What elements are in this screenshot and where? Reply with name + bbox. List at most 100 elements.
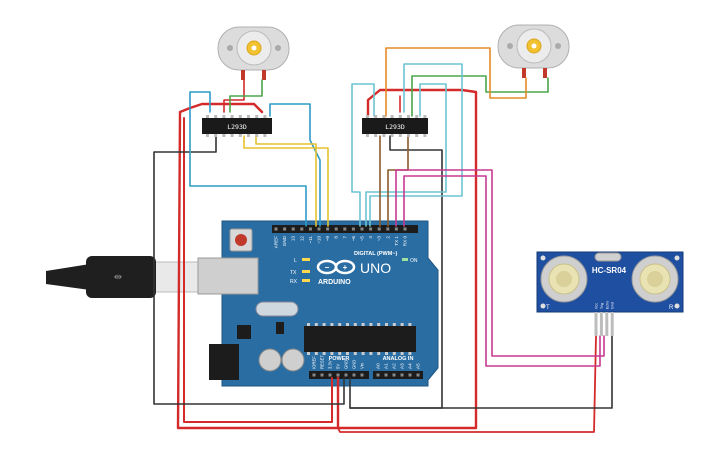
driver-pins: [206, 115, 427, 137]
digital-pin-label: 2: [385, 236, 390, 239]
digital-pin-hole: [291, 227, 295, 231]
analog-header-socket: [373, 371, 423, 379]
regulator: [276, 322, 284, 334]
analog-pin-hole: [408, 373, 412, 377]
usb-chip: [237, 325, 251, 339]
wires: [153, 47, 613, 433]
analog-pin-hole: [416, 373, 420, 377]
driver-pin: [255, 115, 259, 118]
analog-pin-hole: [376, 373, 380, 377]
sensor-transducer-right: [631, 255, 679, 303]
mcu-pin: [353, 352, 357, 355]
power-pin-label: 3.3V: [328, 360, 333, 369]
driver-right-label: L293D: [385, 123, 405, 131]
digital-pin-label: RX 0: [403, 236, 408, 247]
digital-pin-label: GND: [282, 235, 287, 246]
digital-pin-holes: [274, 227, 407, 231]
power-pin-hole: [336, 373, 340, 377]
driver-pin: [238, 115, 242, 118]
driver-pin: [407, 134, 410, 137]
mcu-pin: [338, 323, 342, 326]
wire-black-gnd-left: [153, 135, 345, 405]
driver-pin: [263, 115, 267, 118]
driver-pin: [214, 134, 218, 137]
digital-pin-label: ~9: [325, 236, 330, 242]
analog-pin-label: A3: [400, 363, 405, 369]
led-l-label: L: [294, 258, 297, 264]
capacitor-2: [281, 348, 305, 372]
power-pin-label: GND: [352, 360, 357, 369]
usb-plug-body: [86, 256, 156, 298]
wire-magenta-echo: [395, 169, 605, 357]
digital-pin-hole: [274, 227, 278, 231]
wire-black-sensor-gnd: [349, 335, 613, 409]
capacitor-1: [258, 348, 282, 372]
mcu-pin: [307, 323, 310, 326]
arduino-logo-text: ARDUINO: [318, 279, 351, 286]
wire-orange-motor-right: [385, 47, 527, 117]
digital-pin-hole: [334, 227, 338, 231]
power-pin-hole: [344, 373, 348, 377]
driver-pin: [238, 134, 242, 137]
driver-pin: [407, 115, 410, 118]
sensor-crystal: [594, 252, 622, 262]
power-pin-label: 5V: [336, 364, 341, 369]
mcu-pin: [377, 352, 381, 355]
led-rx: [302, 279, 310, 282]
digital-pin-hole: [360, 227, 364, 231]
mcu-pin: [330, 323, 334, 326]
mcu-pin: [322, 352, 326, 355]
driver-pin: [206, 115, 209, 118]
mcu-pin: [307, 352, 310, 355]
led-tx: [302, 270, 310, 273]
mcu-pin: [346, 323, 349, 326]
power-pin-hole: [352, 373, 356, 377]
wire-green-motor-left: [229, 79, 263, 113]
sensor-pin: [594, 312, 598, 336]
wire-green-motor-right: [411, 75, 549, 117]
arduino-logo-icon: − +: [316, 259, 356, 275]
wire-red-inner: [183, 117, 333, 423]
digital-pin-hole: [343, 227, 347, 231]
driver-pin: [366, 134, 369, 137]
driver-pin: [222, 134, 226, 137]
sensor-pin: [610, 312, 614, 336]
digital-pin-label: ~11: [308, 236, 313, 244]
driver-pin: [255, 134, 259, 137]
mcu-pin: [361, 352, 365, 355]
led-l: [302, 258, 310, 261]
driver-pin: [247, 115, 250, 118]
mcu-pin: [408, 323, 412, 326]
led-on: [402, 258, 408, 261]
digital-pin-label: 4: [368, 236, 373, 239]
sensor-pin-label: Vcc: [595, 303, 599, 309]
digital-pin-hole: [394, 227, 398, 231]
digital-pin-label: ~6: [351, 236, 356, 242]
reset-button-cap: [235, 234, 247, 246]
power-pin-hole: [328, 373, 332, 377]
mcu-pin: [385, 352, 388, 355]
analog-pin-label: A5: [416, 363, 421, 369]
analog-pin-hole: [400, 373, 404, 377]
driver-pin: [222, 115, 226, 118]
driver-pin: [230, 115, 234, 118]
mcu-pin: [353, 323, 357, 326]
wire-yellow-1: [243, 135, 329, 227]
driver-pin: [390, 115, 394, 118]
digital-pin-label: 13: [291, 236, 296, 242]
digital-pin-label: ~10: [317, 236, 322, 244]
analog-pin-hole: [384, 373, 388, 377]
mcu-pin: [338, 352, 342, 355]
driver-pin: [366, 115, 369, 118]
power-pin-label: RESET: [320, 355, 325, 369]
sensor-pins: [594, 312, 614, 336]
sensor-pin-label: Gnd: [611, 302, 615, 309]
svg-text:−: −: [325, 263, 330, 272]
motor-shaft-gear-icon: [246, 40, 262, 56]
digital-pin-hole: [317, 227, 321, 231]
power-pin-label: IOREF: [312, 356, 317, 369]
analog-pin-label: A2: [392, 363, 397, 369]
mcu-pin: [392, 323, 396, 326]
driver-pin: [206, 134, 209, 137]
